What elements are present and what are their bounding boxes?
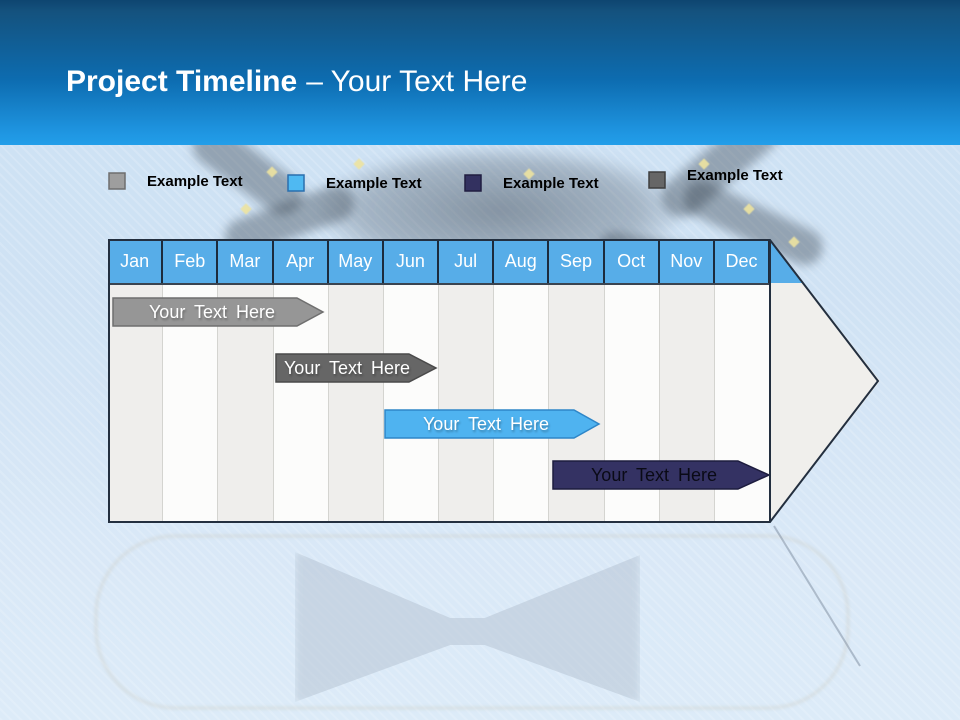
background-reflection-trumpet [295,552,640,702]
column-jul [439,285,495,523]
month-cell-sep: Sep [549,239,605,283]
month-cell-aug: Aug [494,239,550,283]
month-cells: Jan Feb Mar Apr May Jun Jul Aug Sep Oct … [108,239,771,283]
legend-item-3: Example Text [464,174,599,192]
column-aug [494,285,550,523]
month-cell-jun: Jun [384,239,440,283]
task-bar-1: Your Text Here [112,297,325,327]
month-cell-jan: Jan [108,239,164,283]
legend-swatch-lightblue [287,174,305,192]
month-cell-feb: Feb [163,239,219,283]
page-title-main: Project Timeline [66,65,298,98]
legend-label: Example Text [147,172,243,190]
background-photo-dot [240,203,252,215]
legend-item-1: Example Text [108,172,243,190]
month-cell-dec: Dec [715,239,771,283]
month-header-row: Jan Feb Mar Apr May Jun Jul Aug Sep Oct … [108,239,880,283]
month-cell-oct: Oct [605,239,660,283]
legend-item-2: Example Text [287,174,422,192]
legend-swatch-darkgray [648,171,666,189]
task-bar-2: Your Text Here [275,353,438,383]
legend-item-4: Example Text [648,167,783,189]
task-bar-4: Your Text Here [552,460,771,490]
background-photo-dot [743,203,755,215]
timeline-chart: Jan Feb Mar Apr May Jun Jul Aug Sep Oct … [108,239,880,523]
column-jun [383,285,440,523]
month-cell-jul: Jul [439,239,495,283]
page-title-subtitle: – Your Text Here [306,65,528,98]
page-title: Project Timeline– Your Text Here [66,63,527,101]
legend-label: Example Text [687,166,783,184]
legend-swatch-navy [464,174,482,192]
legend-swatch-gray [108,172,126,190]
background-photo-dot [266,166,278,178]
legend-label: Example Text [503,174,599,192]
task-bar-1-label: Your Text Here [149,302,275,322]
background-reflection-arrow-edge [773,525,861,667]
month-cell-may: May [329,239,384,283]
month-cell-nov: Nov [660,239,715,283]
legend-label: Example Text [326,174,422,192]
task-bar-2-label: Your Text Here [284,358,410,378]
task-bar-3: Your Text Here [384,409,601,439]
column-may [328,285,384,523]
month-cell-apr: Apr [274,239,329,283]
slide-header-band: Project Timeline– Your Text Here [0,0,960,145]
month-cell-mar: Mar [218,239,274,283]
task-bar-3-label: Your Text Here [423,414,549,434]
task-bar-4-label: Your Text Here [591,465,717,485]
background-reflection-ring [95,535,849,709]
background-photo-dot [353,158,365,170]
